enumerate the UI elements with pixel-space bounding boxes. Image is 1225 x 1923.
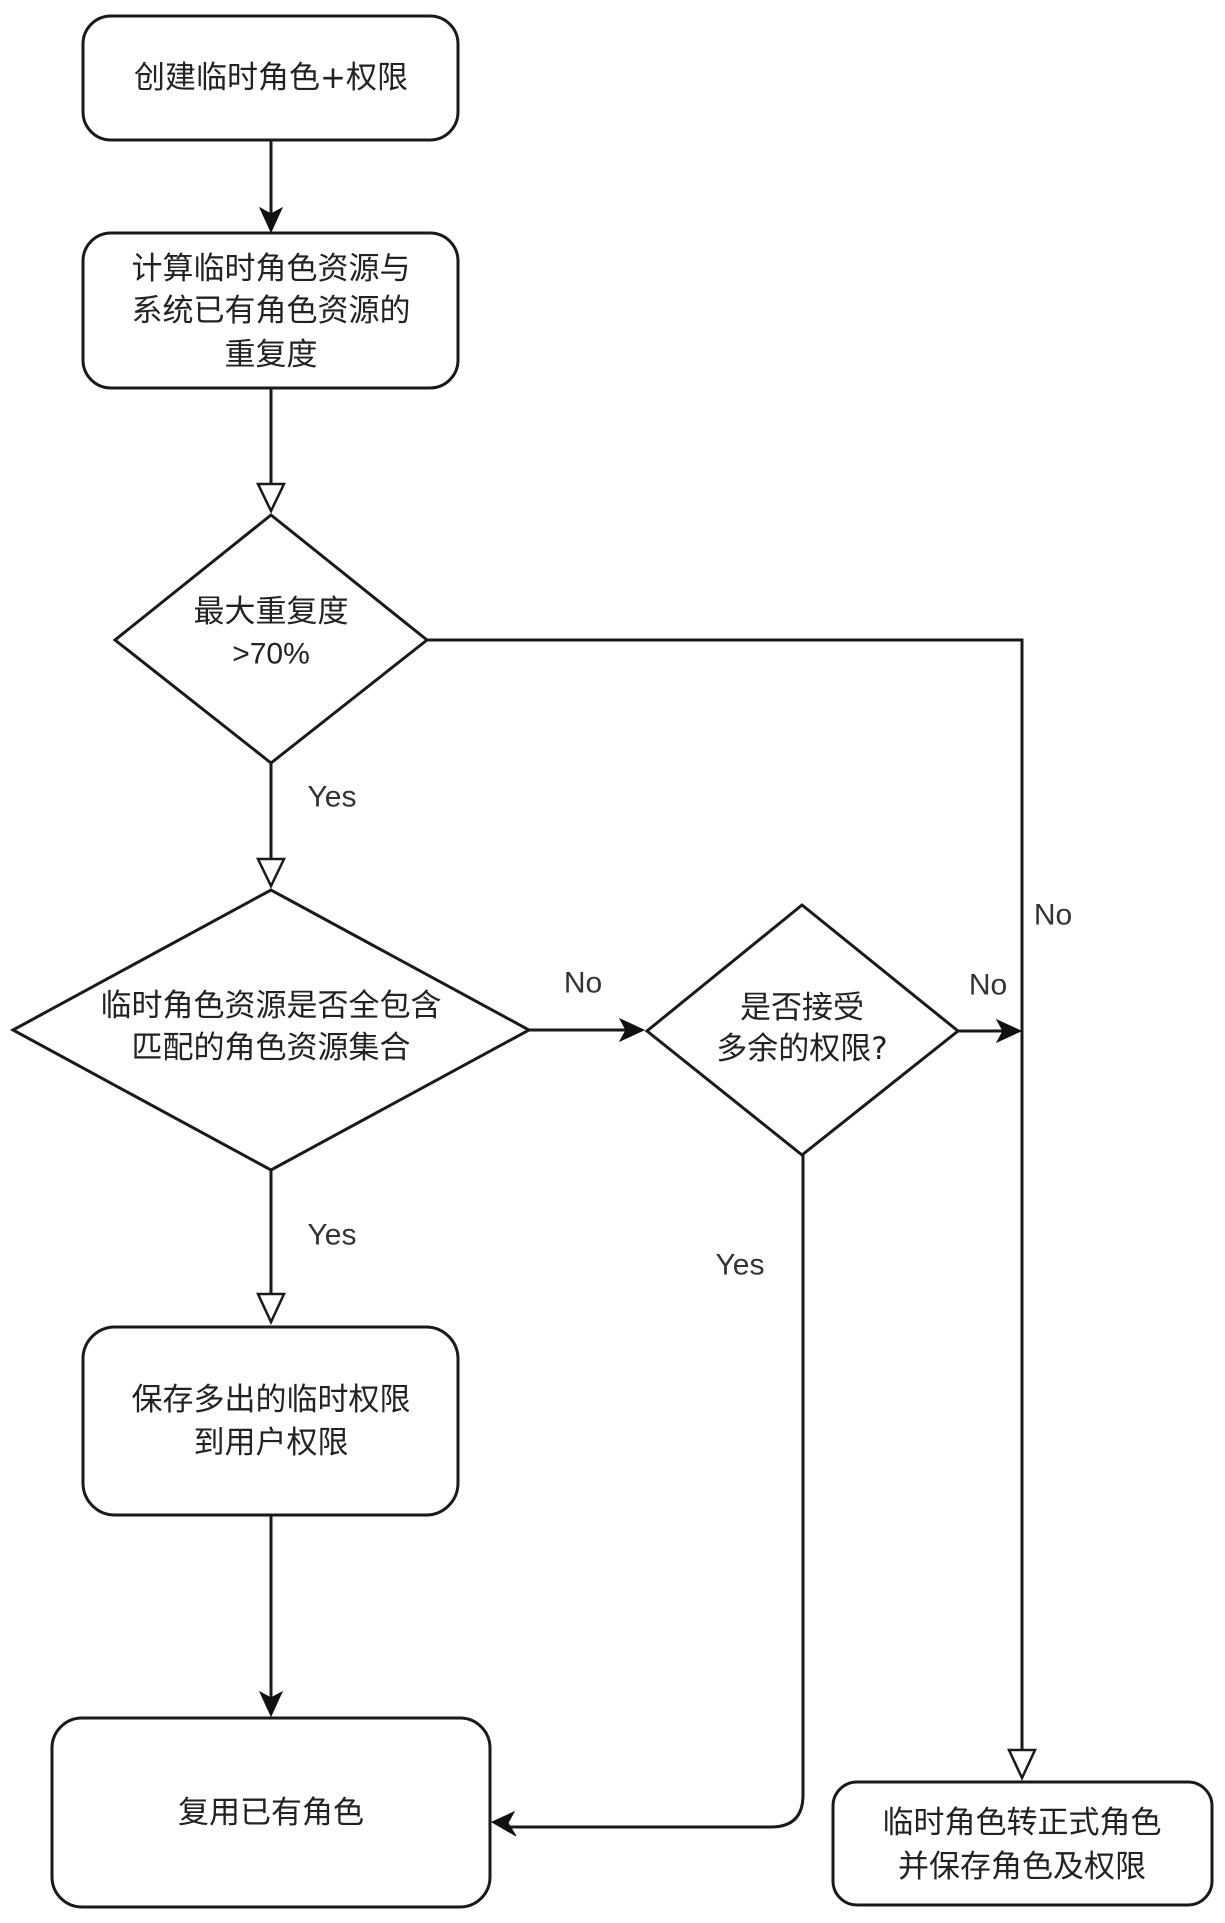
arrow-head-open-icon (1007, 1748, 1037, 1781)
edge-save-to-reuse (258, 1515, 284, 1718)
node-save-extra[interactable]: 保存多出的临时权限 到用户权限 (81, 1325, 460, 1517)
edge-accept-no: No (958, 969, 1023, 1044)
edge-contains-no: No (529, 967, 646, 1043)
node-convert-role-text-line1: 临时角色转正式角色 (883, 1805, 1162, 1841)
edge-max-check-yes: Yes (256, 763, 357, 889)
node-reuse-role-shape (50, 1716, 492, 1909)
node-save-extra-shape (81, 1325, 460, 1517)
node-compute-overlap-text-line1: 计算临时角色资源与 (132, 251, 411, 287)
node-max-overlap-check-text-line1: 最大重复度 (194, 594, 349, 630)
edge-label-yes-3: Yes (716, 1249, 765, 1282)
node-accept-extra-check-shape (644, 903, 961, 1157)
node-contains-check-text-line2: 匹配的角色资源集合 (132, 1030, 411, 1066)
node-compute-overlap-text-line2: 系统已有角色资源的 (132, 293, 411, 329)
node-convert-role[interactable]: 临时角色转正式角色 并保存角色及权限 (831, 1780, 1214, 1907)
node-compute-overlap[interactable]: 计算临时角色资源与 系统已有角色资源的 重复度 (81, 231, 460, 390)
arrow-head-solid-icon (258, 206, 284, 234)
arrow-head-solid-icon (995, 1018, 1023, 1044)
node-contains-check-text-line1: 临时角色资源是否全包含 (101, 988, 442, 1024)
edge-create-to-compute (258, 140, 284, 234)
edge-max-check-no: No (427, 638, 1072, 1781)
edge-contains-yes: Yes (256, 1170, 357, 1325)
node-accept-extra-check-text-line1: 是否接受 (740, 990, 864, 1026)
node-create-role[interactable]: 创建临时角色+权限 (81, 14, 460, 142)
node-compute-overlap-text-line3: 重复度 (225, 337, 318, 373)
node-convert-role-shape (831, 1780, 1214, 1907)
node-create-role-text: 创建临时角色+权限 (134, 60, 408, 96)
arrow-head-open-icon (256, 857, 286, 889)
arrow-head-solid-icon (490, 1810, 517, 1837)
edge-label-yes-2: Yes (308, 1219, 357, 1252)
edge-label-no-2: No (564, 967, 602, 1000)
edge-label-no-3: No (969, 969, 1007, 1002)
node-max-overlap-check[interactable]: 最大重复度 >70% (112, 513, 430, 765)
edge-accept-yes-line (505, 1155, 805, 1829)
node-max-overlap-check-text-line2: >70% (232, 638, 310, 671)
arrow-head-solid-icon (618, 1017, 646, 1043)
edge-accept-yes: Yes (490, 1155, 805, 1837)
node-convert-role-text-line2: 并保存角色及权限 (898, 1849, 1146, 1885)
node-save-extra-text-line2: 到用户权限 (194, 1425, 349, 1461)
node-reuse-role[interactable]: 复用已有角色 (50, 1716, 492, 1909)
node-contains-check[interactable]: 临时角色资源是否全包含 匹配的角色资源集合 (9, 888, 533, 1172)
node-accept-extra-check[interactable]: 是否接受 多余的权限? (644, 903, 961, 1157)
node-accept-extra-check-text-line2: 多余的权限? (716, 1031, 887, 1067)
arrow-head-open-icon (256, 482, 286, 514)
edge-compute-to-max-check (256, 388, 286, 514)
edge-label-yes-1: Yes (308, 781, 357, 814)
edge-label-no-1: No (1034, 899, 1072, 932)
edge-max-check-no-line (427, 638, 1024, 1750)
arrow-head-open-icon (256, 1292, 286, 1325)
node-save-extra-text-line1: 保存多出的临时权限 (132, 1382, 411, 1418)
node-reuse-role-text: 复用已有角色 (178, 1795, 364, 1831)
arrow-head-solid-icon (258, 1690, 284, 1718)
